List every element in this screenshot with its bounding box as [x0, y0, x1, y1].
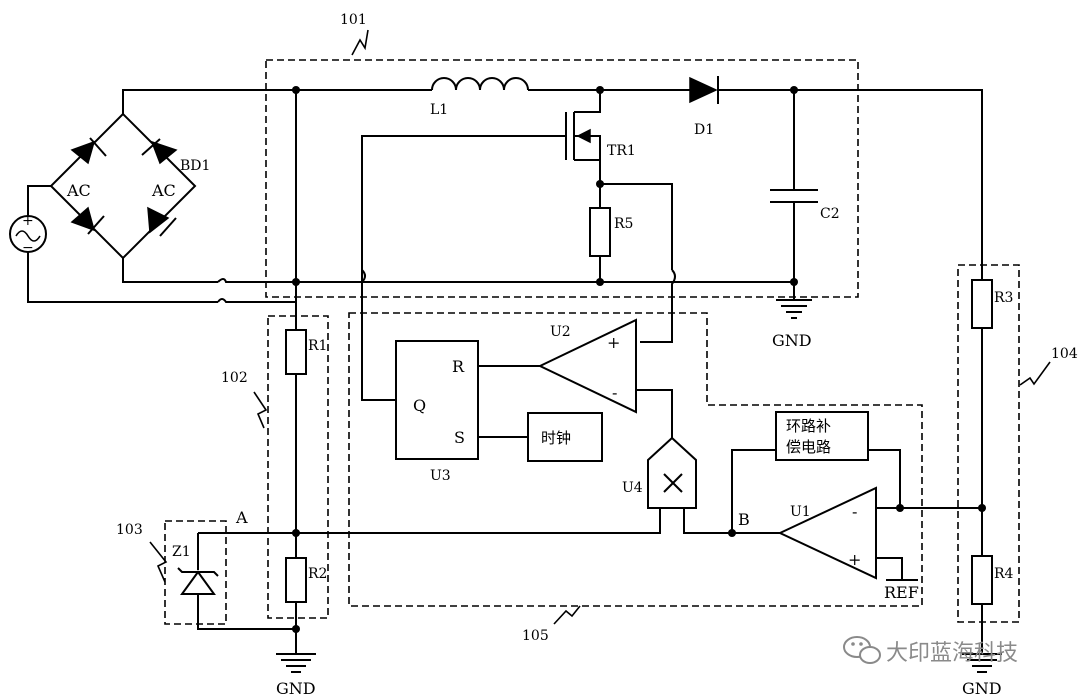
wire-u1-ref — [876, 557, 903, 580]
zener-z1 — [177, 567, 219, 595]
label-loop-comp-1: 环路补 — [786, 417, 831, 435]
resistor-r1 — [285, 329, 307, 375]
label-ref: REF — [884, 583, 919, 602]
node-c2-top — [790, 86, 798, 94]
label-u1-plus: + — [848, 550, 861, 569]
node-u1-minus — [896, 504, 904, 512]
mosfet-tr1 — [361, 90, 601, 401]
ground-symbol-left — [276, 653, 316, 673]
ground-symbol-right — [962, 653, 1002, 673]
resistor-r4 — [971, 555, 993, 605]
label-u2-minus: - — [612, 383, 617, 402]
label-l1: L1 — [430, 102, 448, 118]
wire-z1-bottom — [197, 594, 296, 630]
bridge-diode-4 — [147, 206, 177, 237]
node-left-top — [292, 86, 300, 94]
inductor-l1 — [431, 77, 529, 91]
label-z1: Z1 — [172, 544, 191, 560]
wire-src-bottom — [27, 252, 218, 303]
label-loop-comp-2: 偿电路 — [786, 438, 831, 456]
label-u3: U3 — [430, 468, 451, 484]
label-ac-right: AC — [151, 181, 176, 200]
leader-105 — [553, 605, 581, 625]
leader-104 — [1019, 361, 1051, 386]
wire-src-return — [217, 298, 296, 303]
label-c2: C2 — [820, 206, 840, 222]
node-tr1-drain — [596, 86, 604, 94]
label-r2: R2 — [308, 566, 327, 582]
flipflop-u3 — [395, 340, 479, 460]
wire-sense — [600, 183, 673, 270]
block-102-boundary — [267, 315, 329, 619]
comparator-u2 — [537, 318, 637, 414]
hop-1 — [361, 269, 366, 283]
diode-d1 — [689, 76, 719, 104]
resistor-r2 — [285, 557, 307, 603]
loop-compensation-block — [775, 411, 869, 461]
block-101-boundary — [265, 59, 859, 298]
wire-bridge-top — [122, 89, 296, 114]
wire-bridge-bottom — [122, 258, 218, 283]
label-u2-plus: + — [607, 333, 620, 352]
label-d1: D1 — [694, 122, 714, 138]
label-block-101: 101 — [340, 12, 367, 28]
label-block-105: 105 — [522, 628, 549, 644]
wire-rail-right — [718, 89, 983, 280]
label-u1: U1 — [790, 504, 811, 520]
label-u3-r: R — [452, 357, 465, 376]
resistor-r5 — [589, 207, 611, 257]
label-u2: U2 — [550, 324, 571, 340]
label-bd1: BD1 — [180, 158, 210, 174]
ac-source-sine — [15, 230, 41, 242]
label-r3: R3 — [994, 290, 1013, 306]
label-clock: 时钟 — [541, 429, 571, 447]
leader-103 — [149, 541, 168, 583]
watermark-text: 大印蓝海科技 — [886, 641, 1018, 666]
label-block-103: 103 — [116, 522, 143, 538]
wire-gnd-return — [217, 278, 296, 283]
opamp-u1 — [777, 486, 877, 580]
wire-a-to-u4 — [296, 508, 661, 534]
label-gnd-left: GND — [276, 679, 316, 697]
clock-block — [527, 412, 603, 462]
wire-comp-to-u1 — [868, 449, 901, 508]
label-node-a: A — [235, 508, 248, 527]
label-block-102: 102 — [221, 370, 248, 386]
label-r4: R4 — [994, 566, 1014, 582]
block-105-boundary — [348, 312, 923, 607]
label-r1: R1 — [308, 338, 327, 354]
label-ac-left: AC — [66, 181, 91, 200]
label-u3-s: S — [454, 428, 465, 447]
label-node-b: B — [738, 510, 750, 529]
ground-symbol-top — [776, 299, 812, 319]
label-block-104: 104 — [1051, 346, 1078, 362]
bridge-diode-1 — [70, 137, 107, 165]
wire-u2-minus — [636, 389, 673, 438]
bridge-diode-3 — [70, 206, 105, 235]
wire-u4-to-b — [683, 508, 780, 534]
label-src-plus: + — [22, 213, 34, 229]
wire-b-to-comp — [731, 449, 776, 533]
label-tr1: TR1 — [607, 143, 636, 159]
wechat-icon — [843, 636, 881, 664]
multiplier-x-2 — [663, 473, 683, 493]
label-r5: R5 — [614, 216, 633, 232]
resistor-r3 — [971, 279, 993, 329]
leader-101 — [351, 29, 369, 56]
bridge-diode-2 — [141, 138, 178, 165]
multiplier-u4 — [647, 436, 697, 509]
leader-102 — [253, 391, 268, 429]
label-gnd-right: GND — [962, 679, 1002, 697]
label-u1-minus: - — [852, 502, 857, 521]
wire-sense-to-u2 — [640, 269, 676, 343]
block-103-boundary — [164, 520, 227, 625]
label-u3-q: Q — [413, 396, 426, 415]
wire-src-top — [27, 185, 51, 216]
label-gnd-top: GND — [772, 331, 812, 350]
label-src-minus: − — [22, 240, 34, 256]
label-u4: U4 — [622, 480, 643, 496]
